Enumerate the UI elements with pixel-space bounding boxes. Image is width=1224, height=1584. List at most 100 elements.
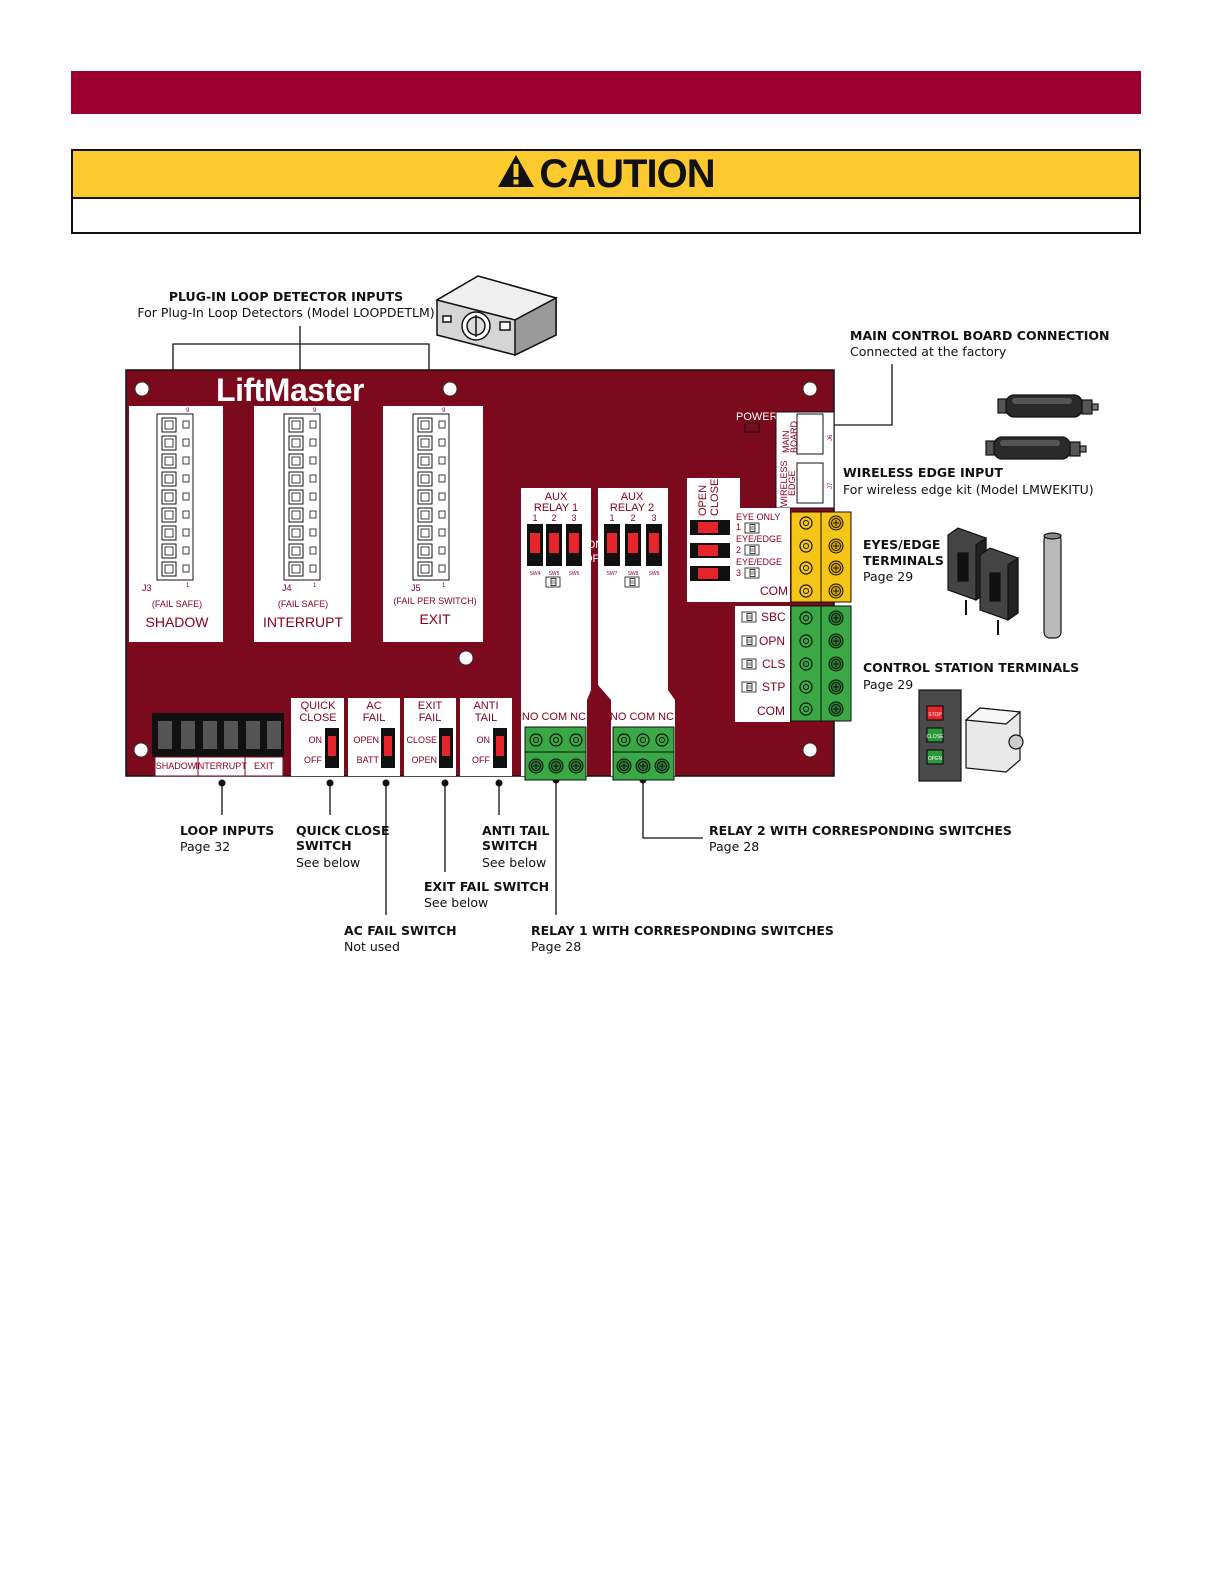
connector-pin-inner [420,546,430,556]
dip-label-shadow: SHADOW [156,761,197,771]
connector-pin [161,435,177,451]
connector-pin [161,525,177,541]
eye-row-3-dip-icon [744,567,760,579]
callout-control-station-sub: Page 29 [863,677,913,692]
sbc-dip-icon [741,611,757,623]
connector-pin [417,471,433,487]
eye-com-label: COM [760,584,788,598]
wireless-edge-connector [796,462,824,504]
ac-fail-line1: AC [366,700,381,712]
connector-pin [417,525,433,541]
connector-pin-inner [291,456,301,466]
connector-pin-tab [438,546,446,555]
connector-pin-inner [164,564,174,574]
callout-plugin-loop-sub: For Plug-In Loop Detectors (Model LOOPDE… [137,305,434,320]
ac-fail-batt: BATT [357,755,380,765]
wireless-label-1: WIRELESS [779,460,789,507]
loop-connector-pins [161,417,446,577]
callout-loop-inputs-title: LOOP INPUTS [180,823,274,838]
exit-fail-line1: EXIT [418,700,443,712]
connector-pin-tab [182,510,190,519]
quick-close-off: OFF [304,755,322,765]
callout-quick-close-title-2: SWITCH [296,838,352,853]
sw5-label: SW5 [549,571,560,577]
quick-close-switch-panel [291,698,344,776]
j5-pin-top: 9 [442,408,446,414]
header-banner [71,71,1141,114]
connector-pin [288,507,304,523]
connector-pin [288,525,304,541]
connector-pin [161,507,177,523]
sw6-label: SW6 [569,571,580,577]
callout-main-board-sub: Connected at the factory [850,344,1007,359]
eye-row-2-dip-icon [744,544,760,556]
connector-pin-inner [420,564,430,574]
sbc-label: SBC [761,610,786,624]
exit-fail-close: CLOSE [406,735,437,745]
connector-pin-tab [182,456,190,465]
power-led [744,422,760,433]
connector-pin [288,561,304,577]
connector-pin-tab [438,420,446,429]
sw8-label: SW8 [628,571,639,577]
shadow-name: SHADOW [146,614,210,630]
anti-tail-off: OFF [472,755,490,765]
connector-pin-inner [420,474,430,484]
j6-label: J6 [828,434,834,441]
quick-close-line1: QUICK [301,700,337,712]
callout-ac-fail-title: AC FAIL SWITCH [344,923,457,938]
callout-anti-tail-sub: See below [482,855,546,870]
aux1-line1: AUX [545,491,568,503]
exit-fail-open: OPEN [411,755,437,765]
loop-input-dip-block [152,713,284,777]
connector-pin-tab [309,510,317,519]
connector-pin [417,561,433,577]
aux1-num-3: 3 [571,513,576,523]
connector-pin-inner [164,546,174,556]
close-label: CLOSE [709,479,721,516]
ac-fail-line2: FAIL [363,712,386,724]
aux1-num-2: 2 [551,513,556,523]
connector-pin [417,489,433,505]
aux1-indicator-icon [545,576,561,588]
j4-label: J4 [282,583,292,593]
connector-pin-inner [291,438,301,448]
wireless-label-2: EDGE [787,470,797,496]
mounting-holes [133,381,818,758]
callout-exit-fail-sub: See below [424,895,488,910]
connector-pin [417,543,433,559]
aux1-num-1: 1 [532,513,537,523]
dip-label-exit: EXIT [254,761,275,771]
callout-quick-close-title-1: QUICK CLOSE [296,823,390,838]
eye-edge-panel [730,508,790,602]
quick-close-line2: CLOSE [299,712,336,724]
aux2-line1: AUX [621,491,644,503]
connector-pin-inner [420,438,430,448]
aux2-dip-switches [604,524,662,566]
connector-pin-inner [164,510,174,520]
exit-fail-switch-panel [404,698,456,776]
connector-pin-tab [182,420,190,429]
callout-anti-tail-title-1: ANTI TAIL [482,823,550,838]
connector-pin [288,471,304,487]
connector-pin-inner [164,474,174,484]
connector-pin-inner [164,492,174,502]
aux1-dip-switches [527,524,582,566]
stp-dip-icon [741,681,757,693]
interrupt-name: INTERRUPT [263,614,344,630]
connector-pin-tab [438,528,446,537]
callout-ac-fail-sub: Not used [344,939,400,954]
connector-pin-inner [164,438,174,448]
j3-pin-bottom: 1 [186,583,190,589]
anti-tail-line1: ANTI [473,700,498,712]
callout-anti-tail-title-2: SWITCH [482,838,538,853]
connector-pin-tab [309,528,317,537]
aux2-num-3: 3 [651,513,656,523]
connector-pin-tab [438,510,446,519]
sw9-label: SW9 [649,571,660,577]
aux1-line2: RELAY 1 [534,502,578,514]
connector-pin-tab [309,420,317,429]
aux2-num-1: 1 [609,513,614,523]
eye-row-3-num: 3 [736,568,741,578]
